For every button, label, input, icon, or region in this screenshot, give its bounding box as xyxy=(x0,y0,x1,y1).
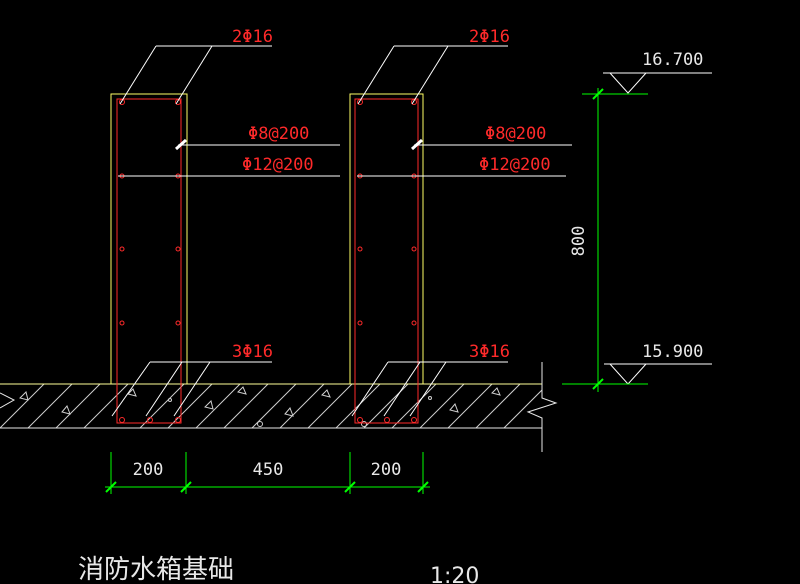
dimension-gap: 450 xyxy=(253,460,284,480)
elevation-marks: 16.700 15.900 xyxy=(603,50,712,385)
right-wall-rebar-dots xyxy=(357,99,417,423)
drawing-scale: 1:20 xyxy=(430,564,479,584)
right-wall xyxy=(349,45,572,424)
elevation-bottom-label: 15.900 xyxy=(642,342,703,362)
right-bottom-bar-label: 3Φ16 xyxy=(469,342,510,362)
dimension-left-wall: 200 xyxy=(133,460,164,480)
horizontal-dimensions: 200 450 200 xyxy=(105,452,430,494)
break-line-right xyxy=(526,362,558,452)
left-wall xyxy=(110,45,340,424)
left-bottom-bar-label: 3Φ16 xyxy=(232,342,273,362)
left-wall-leaders xyxy=(111,45,340,417)
left-wall-rebar-cage xyxy=(116,98,182,424)
vertical-dimension: 800 xyxy=(562,88,648,392)
break-line-left xyxy=(0,392,16,409)
right-wall-leaders xyxy=(351,45,572,417)
right-top-bar-label: 2Φ16 xyxy=(469,27,510,47)
right-wall-outline xyxy=(349,93,424,384)
height-dimension-label: 800 xyxy=(569,226,589,257)
right-distribution-bar-label: Φ12@200 xyxy=(479,155,551,175)
left-wall-outline xyxy=(110,93,188,384)
dimension-right-wall: 200 xyxy=(371,460,402,480)
left-distribution-bar-label: Φ12@200 xyxy=(242,155,314,175)
right-wall-rebar-cage xyxy=(354,98,419,424)
drawing-title: 消防水箱基础 xyxy=(78,555,234,584)
ground-slab xyxy=(0,362,558,452)
left-top-bar-label: 2Φ16 xyxy=(232,27,273,47)
right-stirrup-label: Φ8@200 xyxy=(485,124,546,144)
slab-hatch xyxy=(0,384,542,428)
rebar-labels: 2Φ16 Φ8@200 Φ12@200 3Φ16 2Φ16 Φ8@200 Φ12… xyxy=(232,27,551,362)
elevation-top-label: 16.700 xyxy=(642,50,703,70)
left-wall-rebar-dots xyxy=(119,99,181,423)
left-stirrup-label: Φ8@200 xyxy=(248,124,309,144)
